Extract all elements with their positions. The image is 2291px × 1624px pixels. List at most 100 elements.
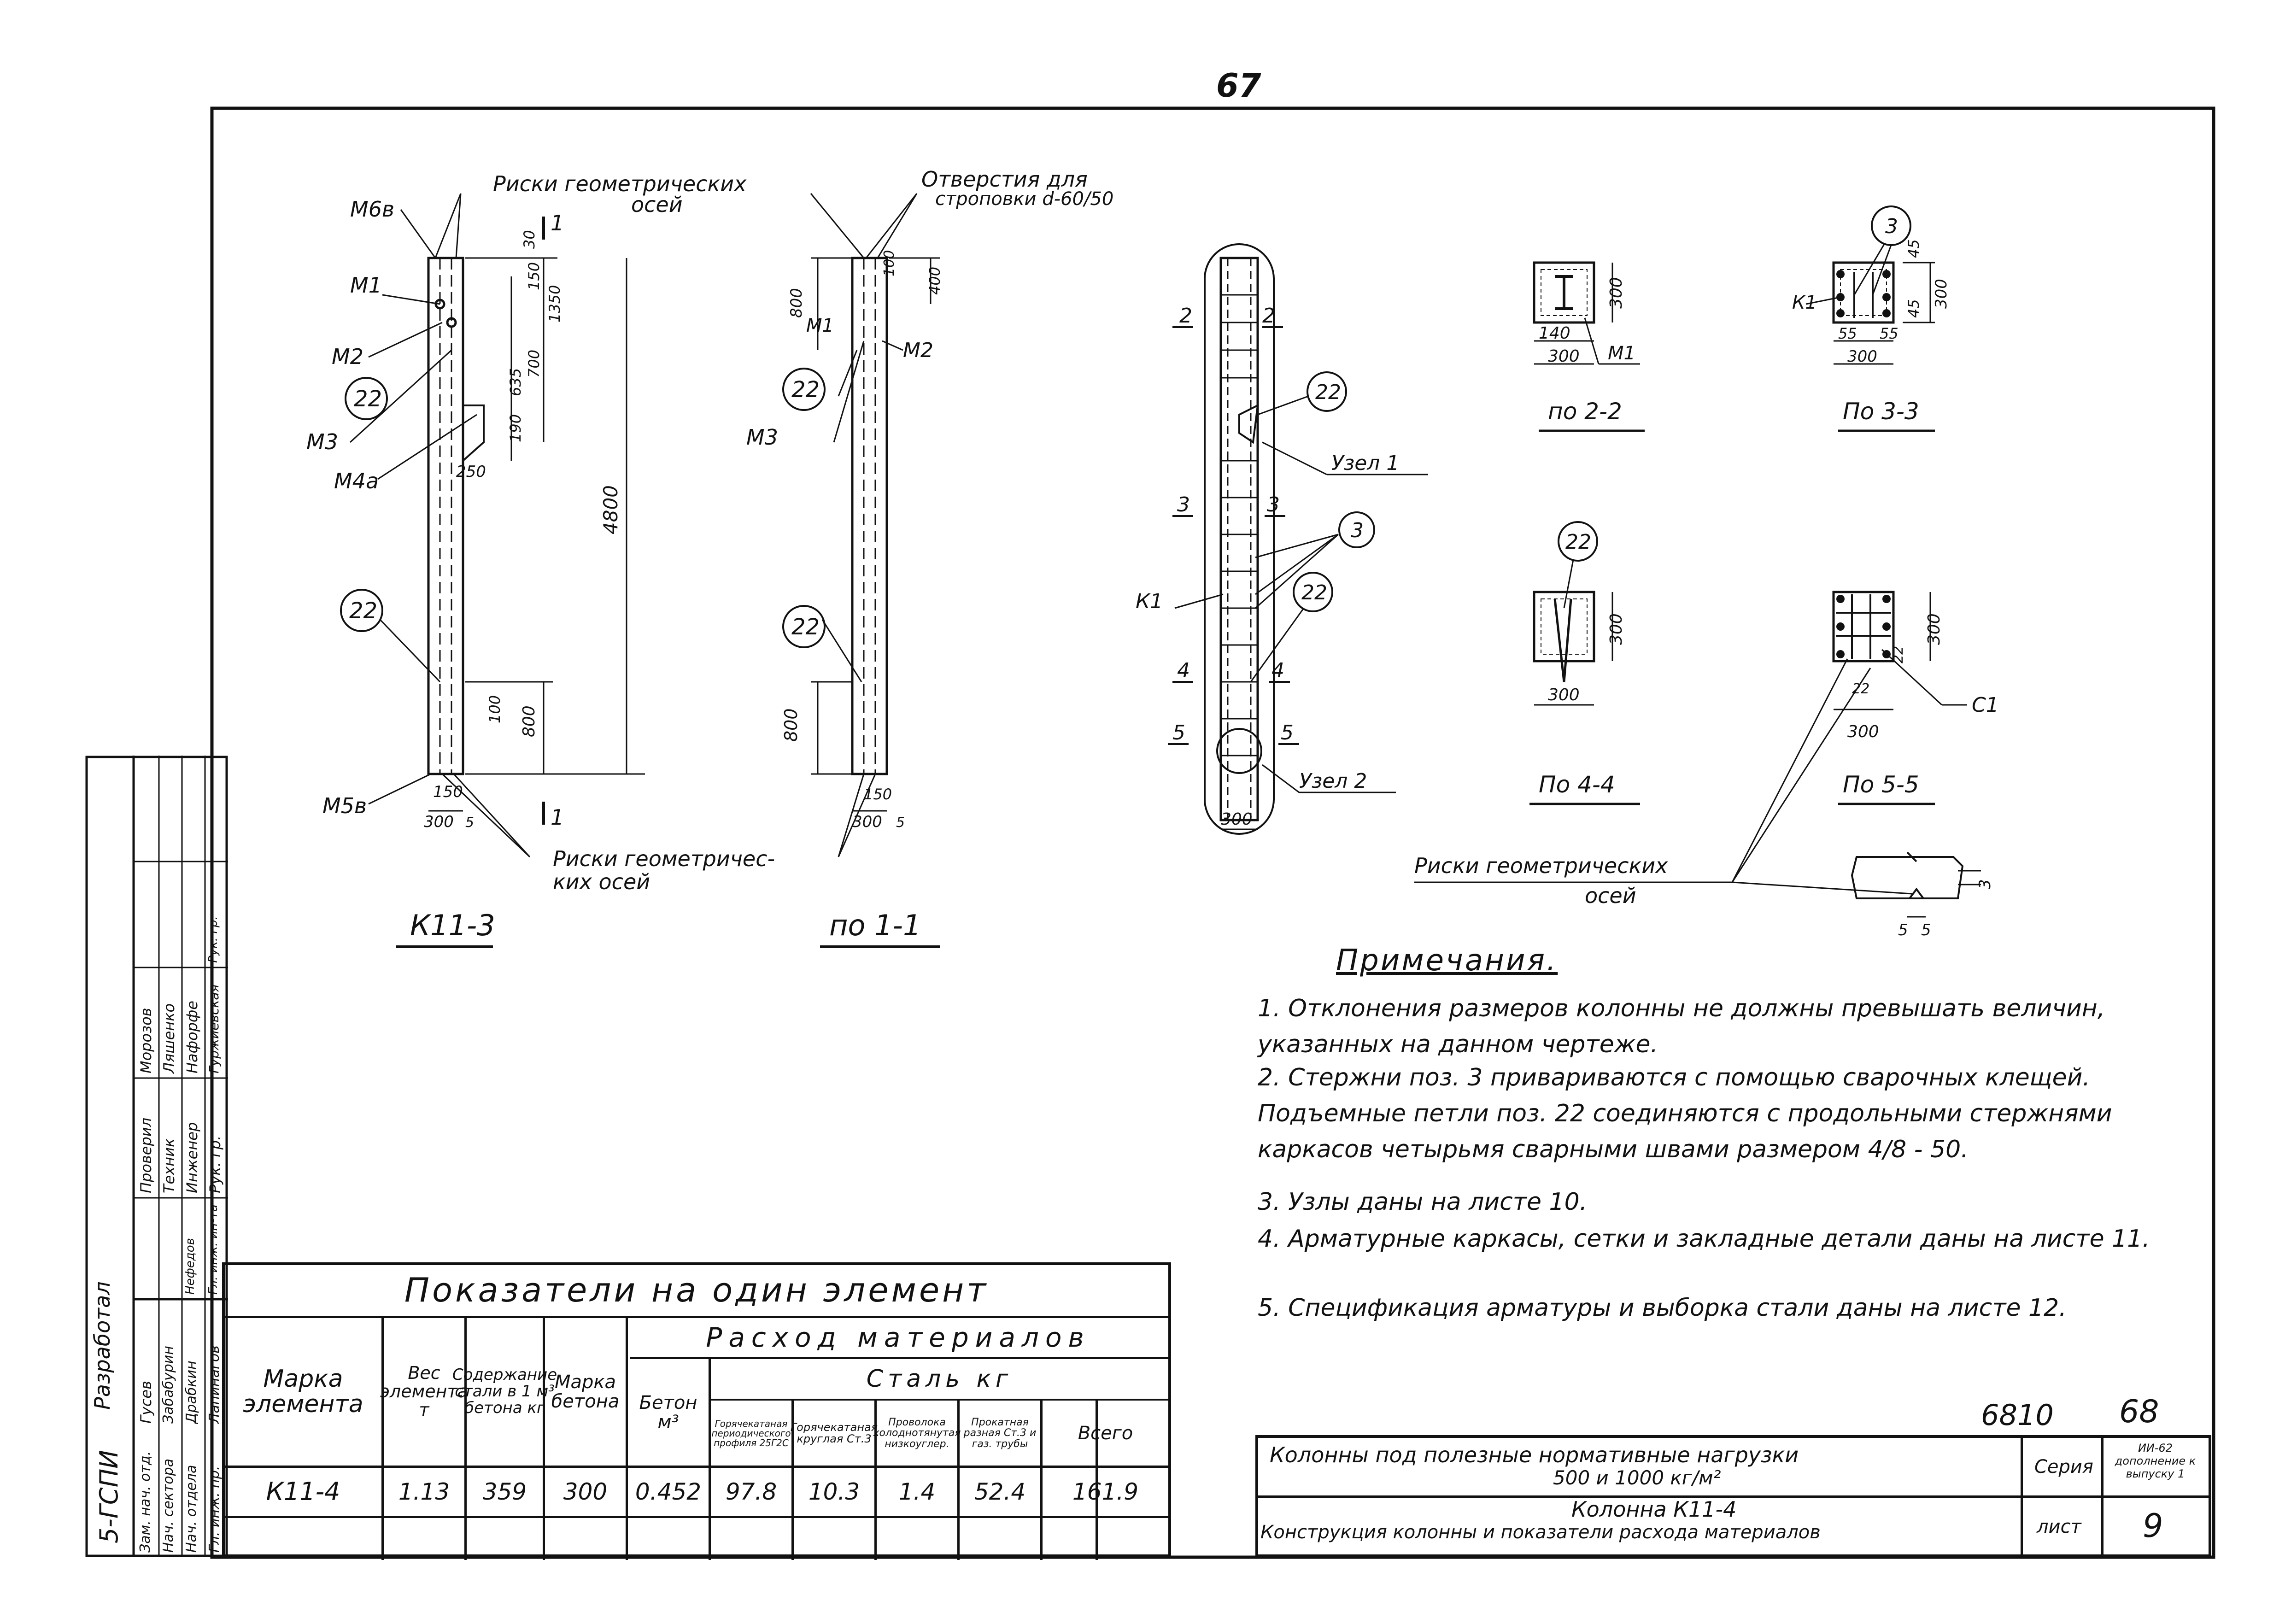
- cell-total: 161.9: [1072, 1478, 1139, 1506]
- label-m4a: М4а: [334, 469, 379, 493]
- note-item: 3. Узлы даны на листе 10.: [1258, 1188, 1588, 1216]
- note-item: 5. Спецификация арматуры и выборка стали…: [1258, 1294, 2067, 1322]
- svg-text:300: 300: [852, 813, 882, 831]
- stamp-name2: Ляшенко: [160, 1003, 178, 1073]
- s22-dim: 300: [1607, 277, 1626, 309]
- label-m3-11: М3: [746, 425, 778, 450]
- s33-dim: 55: [1838, 325, 1857, 342]
- stamp-name: Гусев: [137, 1381, 155, 1424]
- hdr-mark: Марка элемента: [243, 1365, 363, 1418]
- svg-text:2: 2: [1262, 304, 1275, 328]
- s22-title: по 2-2: [1548, 398, 1622, 425]
- stamp-role2: Проверил: [137, 1117, 155, 1193]
- svg-text:800: 800: [787, 288, 806, 318]
- ref-22-label: 22: [1315, 381, 1341, 404]
- label-m1-11: М1: [806, 315, 834, 336]
- cut-lines: [1168, 326, 1299, 745]
- s33-dim: 300: [1932, 279, 1951, 309]
- s55-dim: 22: [1890, 646, 1906, 663]
- cell-weight: 1.13: [398, 1478, 450, 1506]
- cell-steel: 1.4: [898, 1478, 936, 1506]
- axis-dim: 5: [1898, 921, 1908, 939]
- hdr-steel-col: Горячекатаная периодического профиля 25Г…: [711, 1418, 791, 1448]
- ref-22-circle: [1558, 521, 1598, 562]
- leaders-s33: [1805, 244, 1892, 305]
- cell-steel: 97.8: [725, 1478, 777, 1506]
- tb-series-label: Серия: [2034, 1456, 2093, 1477]
- svg-text:400: 400: [926, 267, 943, 295]
- svg-text:300: 300: [424, 813, 454, 831]
- s55-c1: С1: [1972, 693, 1999, 717]
- leaders-reinf: [1174, 395, 1428, 793]
- s44-title: По 4-4: [1539, 771, 1615, 798]
- ref-22-label: 22: [791, 377, 820, 403]
- ref-22-circle: [345, 377, 388, 420]
- column-section-11: [811, 257, 940, 812]
- s33-dim: 45: [1905, 299, 1922, 318]
- svg-text:5: 5: [1172, 721, 1185, 745]
- label-k1: К1: [1136, 590, 1163, 613]
- label-m3: М3: [306, 429, 338, 454]
- view-title-k113: К11-3: [410, 909, 495, 942]
- ref-3-circle: [1338, 511, 1375, 548]
- hdr-steel-col: Проволока холоднотянутая низкоуглер.: [873, 1417, 961, 1450]
- svg-text:100: 100: [881, 250, 897, 276]
- leaders-k113: [349, 193, 531, 858]
- ref-3-label: 3: [1351, 519, 1364, 542]
- ref-22-label: 22: [791, 614, 820, 640]
- svg-text:5: 5: [896, 815, 905, 831]
- s55-bars: [1836, 595, 1891, 658]
- hdr-steel-col: Горячекатаная круглая Ст.3: [790, 1420, 878, 1445]
- ref-22-label: 22: [354, 386, 382, 412]
- tb-top-left-num: 6810: [1981, 1398, 2054, 1432]
- page-number: 67: [1216, 67, 1261, 105]
- stamp-name: Забабурин: [160, 1346, 176, 1424]
- stamp-role2: Рук. гр.: [206, 1135, 224, 1193]
- stamp-name: Лапинагов: [206, 1345, 223, 1424]
- tb-title-1: Колонны под полезные нормативные нагрузк…: [1270, 1442, 1799, 1467]
- side-stamp-grid: [85, 756, 228, 1557]
- section-44: [1533, 591, 1613, 706]
- risk-label-bot-2: ких осей: [553, 869, 650, 894]
- cell-mark: К11-4: [266, 1477, 340, 1507]
- s55-title: По 5-5: [1843, 771, 1919, 798]
- s22-dim: 140: [1539, 324, 1570, 343]
- label-m2-11: М2: [903, 339, 933, 362]
- tb-sheet-label: лист: [2037, 1516, 2081, 1537]
- cell-content: 359: [482, 1478, 527, 1506]
- stamp-name2: Нафорфе: [183, 1001, 201, 1073]
- ref-22-circle: [782, 368, 826, 411]
- s44-dim: 300: [1607, 613, 1626, 645]
- ref-22-circle: [1307, 371, 1347, 412]
- s33-dim: 300: [1847, 347, 1877, 366]
- svg-text:800: 800: [520, 705, 539, 737]
- hdr-consumption: Расход материалов: [706, 1322, 1090, 1354]
- svg-text:1350: 1350: [546, 285, 563, 322]
- tb-title-4: Конструкция колонны и показатели расхода…: [1260, 1522, 1821, 1543]
- stamp-name: Драбкин: [183, 1360, 199, 1424]
- s33-ref: 3: [1885, 215, 1898, 238]
- svg-text:150: 150: [864, 786, 892, 803]
- cell-concrete: 0.452: [635, 1478, 702, 1506]
- svg-text:3: 3: [1267, 493, 1280, 516]
- stamp-role: Нач. сектора: [160, 1458, 176, 1553]
- s33-dim: 55: [1880, 325, 1898, 342]
- cell-steel: 52.4: [974, 1478, 1026, 1506]
- note-item: 2. Стержни поз. 3 привариваются с помощь…: [1258, 1064, 2112, 1163]
- svg-text:100: 100: [486, 695, 504, 723]
- label-uzel1: Узел 1: [1331, 451, 1399, 475]
- stamp-role: Зам. нач. отд.: [137, 1451, 153, 1553]
- leaders-axis: [1414, 658, 1912, 895]
- svg-text:700: 700: [525, 350, 543, 378]
- hdr-content: Содержание стали в 1 м³ бетона кг: [452, 1366, 557, 1417]
- s33-bars: [1836, 270, 1891, 317]
- reinforcement-view: [1204, 243, 1275, 835]
- svg-text:635: 635: [507, 368, 524, 396]
- risk-label-bot-1: Риски геометричес-: [553, 846, 775, 871]
- s44-ref: 22: [1565, 530, 1591, 554]
- axis-label-1: Риски геометрических: [1414, 853, 1668, 878]
- svg-text:150: 150: [525, 262, 543, 290]
- ref-22-label: 22: [1301, 581, 1327, 604]
- reinforcement-cuts: 2 2 3 3 4 4 5 5: [1172, 304, 1294, 745]
- s55-dim: 300: [1925, 613, 1944, 645]
